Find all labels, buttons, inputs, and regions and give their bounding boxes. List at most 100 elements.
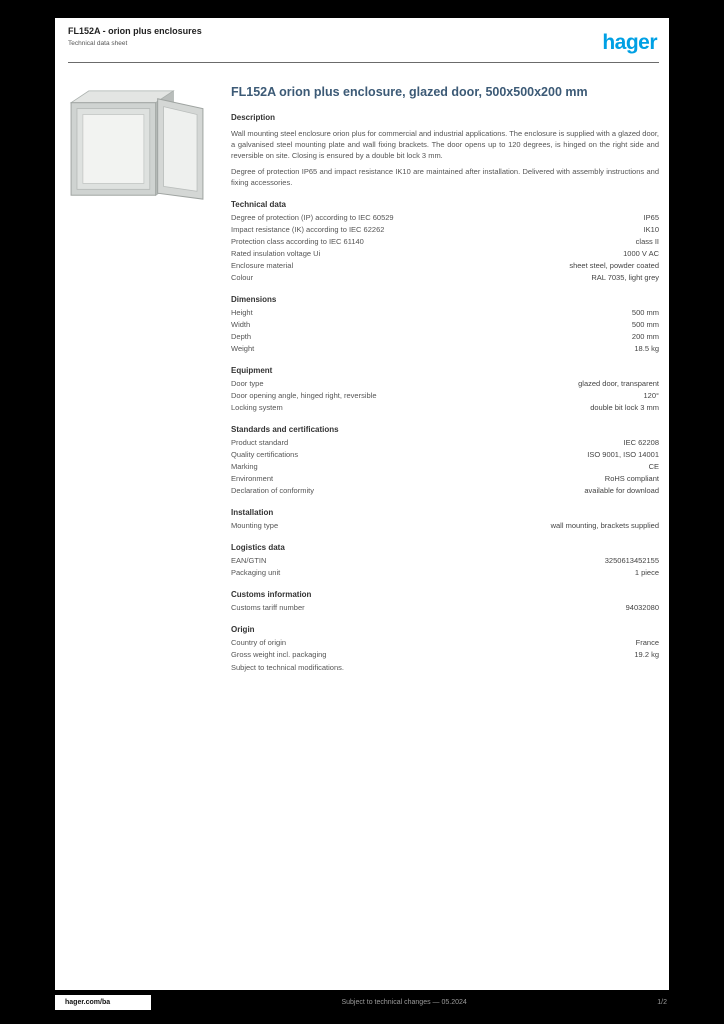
spec-row: Degree of protection (IP) according to I… [231,212,659,224]
spec-row: Door type glazed door, transparent [231,378,659,390]
spec-label: Door opening angle, hinged right, revers… [231,391,377,401]
spec-value: available for download [584,486,659,496]
spec-value: sheet steel, powder coated [569,261,659,271]
doc-title: FL152A - orion plus enclosures [68,26,202,36]
spec-label: Customs tariff number [231,603,305,613]
description-paragraph: Degree of protection IP65 and impact res… [231,167,659,187]
footer-note: Subject to technical changes — 05.2024 [341,999,467,1006]
spec-row: Gross weight incl. packaging 19.2 kg [231,649,659,661]
spec-label: Mounting type [231,521,279,531]
image-column [63,85,215,673]
spec-value: 94032080 [625,603,659,613]
header-titles: FL152A - orion plus enclosures Technical… [68,26,202,47]
spec-value: 500 mm [631,308,659,318]
spec-row: Locking system double bit lock 3 mm [231,402,659,414]
section-heading: Technical data [231,199,286,209]
spec-row: Declaration of conformity available for d… [231,485,659,497]
spec-value: wall mounting, brackets supplied [550,521,659,531]
spec-value: 120° [643,391,659,401]
spec-value: 3250613452155 [604,556,659,566]
spec-label: Marking [231,462,258,472]
spec-value: 1000 V AC [623,249,659,259]
spec-label: Packaging unit [231,568,281,578]
enclosure-render-icon [69,90,204,200]
spec-label: Country of origin [231,638,287,648]
spec-row: Protection class according to IEC 61140 c… [231,236,659,248]
spec-label: Degree of protection (IP) according to I… [231,213,394,223]
spec-value: class II [635,237,659,247]
product-image [63,85,211,214]
section-heading: Origin [231,624,255,634]
spec-label: Quality certifications [231,450,299,460]
spec-label: Rated insulation voltage Ui [231,249,321,259]
spec-label: Impact resistance (IK) according to IEC … [231,225,385,235]
spec-row: Depth 200 mm [231,331,659,343]
spec-label: Locking system [231,403,283,413]
page-footer: hager.com/ba Subject to technical change… [55,995,669,1010]
section-heading: Equipment [231,365,273,375]
spec-label: Gross weight incl. packaging [231,650,327,660]
spec-row: Door opening angle, hinged right, revers… [231,390,659,402]
main-content: FL152A orion plus enclosure, glazed door… [68,85,659,673]
spec-label: Enclosure material [231,261,294,271]
header-divider [68,62,659,63]
spec-value: ISO 9001, ISO 14001 [587,450,659,460]
spec-label: Depth [231,332,252,342]
section-heading: Dimensions [231,294,277,304]
spec-value: 18.5 kg [634,344,659,354]
spec-value: glazed door, transparent [578,379,659,389]
section-note: Subject to technical modifications. [231,662,344,672]
description-heading: Description [231,113,276,123]
spec-value: CE [648,462,659,472]
spec-value: RoHS compliant [604,474,659,484]
spec-row: Impact resistance (IK) according to IEC … [231,224,659,236]
spec-label: Declaration of conformity [231,486,314,496]
hager-logo: hager [602,31,657,54]
description-paragraph: Wall mounting steel enclosure orion plus… [231,129,659,161]
spec-row: Customs tariff number 94032080 [231,602,659,614]
spec-value: RAL 7035, light grey [591,273,659,283]
spec-row: Mounting type wall mounting, brackets sup… [231,520,659,532]
page-header: FL152A - orion plus enclosures Technical… [68,26,659,53]
spec-value: IK10 [643,225,659,235]
spec-row: EAN/GTIN 3250613452155 [231,555,659,567]
spec-row: Quality certifications ISO 9001, ISO 1400… [231,449,659,461]
spec-row: Marking CE [231,461,659,473]
spec-value: 200 mm [631,332,659,342]
spec-value: double bit lock 3 mm [590,403,659,413]
spec-column: FL152A orion plus enclosure, glazed door… [215,85,659,673]
spec-label: EAN/GTIN [231,556,267,566]
spec-label: Weight [231,344,255,354]
spec-value: France [635,638,659,648]
spec-value: 1 piece [634,568,659,578]
spec-row: Country of origin France [231,637,659,649]
spec-label: Protection class according to IEC 61140 [231,237,364,247]
spec-value: IEC 62208 [623,438,659,448]
spec-label: Width [231,320,251,330]
spec-label: Door type [231,379,264,389]
section-heading: Standards and certifications [231,424,339,434]
product-title: FL152A orion plus enclosure, glazed door… [231,85,588,99]
spec-value: IP65 [643,213,659,223]
doc-subtitle: Technical data sheet [68,39,128,47]
spec-value: 19.2 kg [634,650,659,660]
spec-row: Packaging unit 1 piece [231,567,659,579]
footer-page-number: 1/2 [657,999,667,1006]
datasheet-page: FL152A - orion plus enclosures Technical… [55,18,669,990]
spec-row: Rated insulation voltage Ui 1000 V AC [231,248,659,260]
footer-website-link[interactable]: hager.com/ba [55,995,151,1010]
